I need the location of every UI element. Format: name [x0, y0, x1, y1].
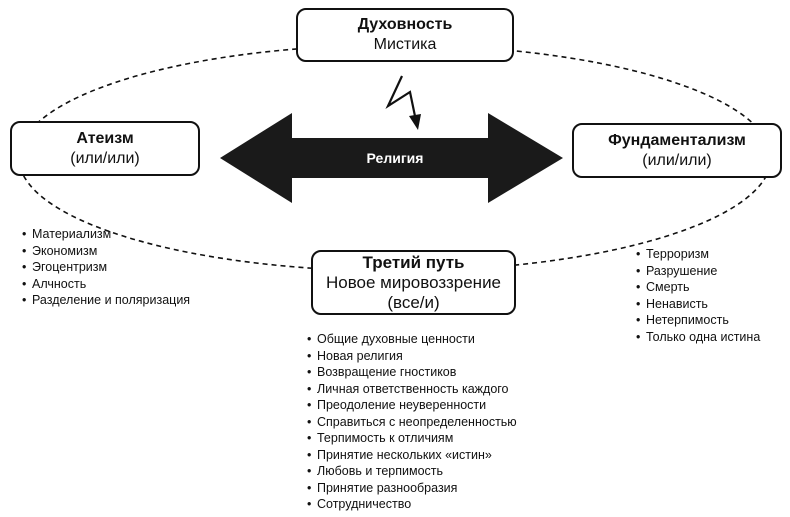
list-item: Любовь и терпимость	[307, 463, 517, 480]
list-item: Разделение и поляризация	[22, 292, 190, 309]
node-subtitle: Мистика	[373, 36, 437, 53]
list-item: Принятие нескольких «истин»	[307, 447, 517, 464]
religion-double-arrow	[220, 113, 563, 203]
list-item: Алчность	[22, 276, 190, 293]
list-item: Общие духовные ценности	[307, 331, 517, 348]
list-item: Экономизм	[22, 243, 190, 260]
node-title: Атеизм	[76, 129, 134, 147]
list-item: Возвращение гностиков	[307, 364, 517, 381]
list-item: Только одна истина	[636, 329, 760, 346]
atheism-traits-list: Материализм Экономизм Эгоцентризм Алчнос…	[22, 226, 190, 309]
node-title: Фундаментализм	[608, 131, 746, 149]
node-title: Третий путь	[362, 252, 465, 272]
fundamentalism-traits-list: Терроризм Разрушение Смерть Ненависть Не…	[636, 246, 760, 345]
node-title: Духовность	[357, 16, 453, 33]
list-item: Новая религия	[307, 348, 517, 365]
list-item: Принятие разнообразия	[307, 480, 517, 497]
node-atheism: Атеизм (или/или)	[10, 121, 200, 176]
third-way-traits-list: Общие духовные ценности Новая религия Во…	[307, 331, 517, 513]
center-label: Религия	[367, 150, 424, 166]
node-third-way: Третий путь Новое мировоззрение (все/и)	[311, 250, 516, 315]
node-subtitle: (или/или)	[642, 151, 712, 169]
list-item: Эгоцентризм	[22, 259, 190, 276]
list-item: Терпимость к отличиям	[307, 430, 517, 447]
list-item: Терроризм	[636, 246, 760, 263]
list-item: Справиться с неопределенностью	[307, 414, 517, 431]
node-spirituality: Духовность Мистика	[296, 8, 514, 62]
list-item: Нетерпимость	[636, 312, 760, 329]
lightning-icon	[385, 75, 421, 130]
list-item: Сотрудничество	[307, 496, 517, 513]
list-item: Разрушение	[636, 263, 760, 280]
list-item: Преодоление неуверенности	[307, 397, 517, 414]
node-subtitle: Новое мировоззрение (все/и)	[325, 272, 502, 312]
node-fundamentalism: Фундаментализм (или/или)	[572, 123, 782, 178]
list-item: Ненависть	[636, 296, 760, 313]
list-item: Смерть	[636, 279, 760, 296]
list-item: Материализм	[22, 226, 190, 243]
list-item: Личная ответственность каждого	[307, 381, 517, 398]
node-subtitle: (или/или)	[70, 149, 140, 167]
